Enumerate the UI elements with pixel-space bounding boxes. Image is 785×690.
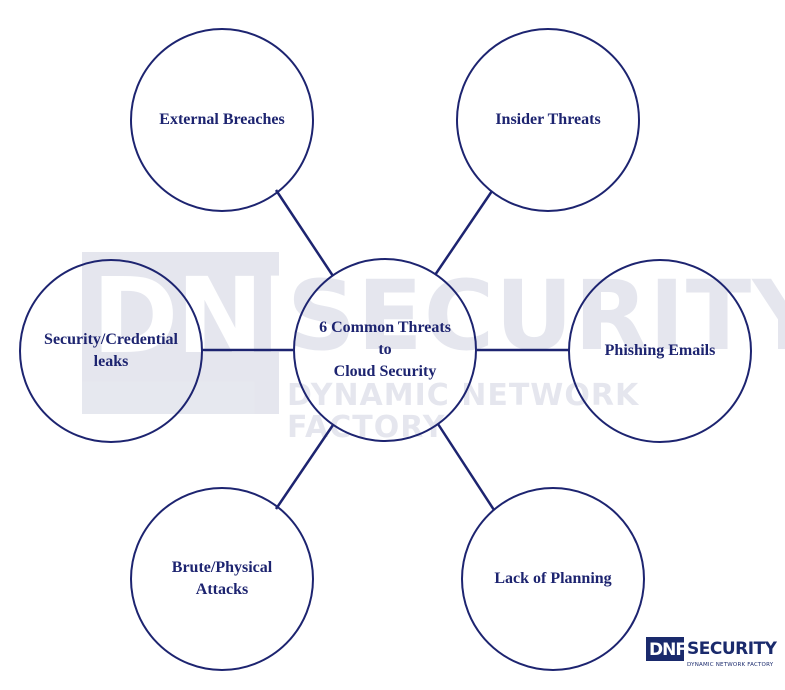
threat-label: Security/Credential leaks: [44, 331, 178, 370]
threat-insider-threats: Insider Threats: [456, 28, 640, 212]
threat-label: Lack of Planning: [494, 570, 612, 587]
threat-phishing-emails: Phishing Emails: [568, 259, 752, 443]
threat-label: External Breaches: [159, 111, 285, 128]
connector-external-breaches: [274, 189, 335, 277]
threat-security-credential-leaks: Security/Credential leaks: [19, 259, 203, 443]
logo-brand: DNF: [649, 640, 687, 660]
threat-label: Phishing Emails: [604, 342, 716, 359]
brand-logo: DNF SECURITY DYNAMIC NETWORK FACTORY: [646, 636, 777, 670]
center-node: 6 Common Threats to Cloud Security: [293, 258, 477, 442]
threat-label: Insider Threats: [495, 111, 601, 128]
threat-external-breaches: External Breaches: [130, 28, 314, 212]
center-label: 6 Common Threats to Cloud Security: [319, 319, 451, 380]
logo-word: SECURITY: [687, 639, 777, 659]
connector-lack-of-planning: [436, 423, 496, 511]
threat-brute-physical-attacks: Brute/Physical Attacks: [130, 487, 314, 671]
connector-insider-threats: [433, 190, 494, 276]
connector-brute-physical-attacks: [274, 424, 335, 510]
threat-lack-of-planning: Lack of Planning: [461, 487, 645, 671]
logo-brand-box: DNF: [646, 637, 687, 661]
logo-tagline: DYNAMIC NETWORK FACTORY: [687, 662, 774, 668]
threat-label: Brute/Physical Attacks: [171, 559, 273, 598]
